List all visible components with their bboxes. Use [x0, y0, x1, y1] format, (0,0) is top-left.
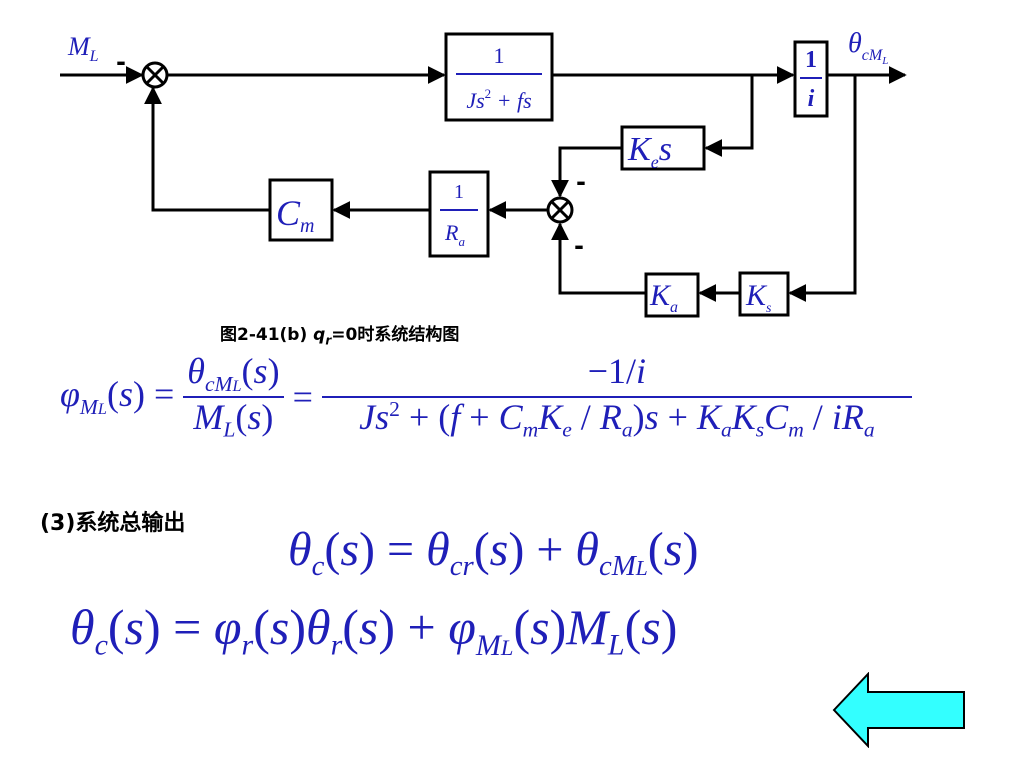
input-label: ML	[67, 32, 99, 65]
caption-subscript: r	[325, 333, 332, 348]
section-label: (3)系统总输出	[40, 511, 186, 536]
block-diagram: ML θcML 1 Js2 + fs 1 i Kes 1 Ra Cm Ka Ks…	[60, 28, 907, 318]
plant-block	[444, 32, 554, 122]
plant-numerator: 1	[494, 43, 505, 68]
caption-rest: =0时系统结构图	[331, 325, 460, 345]
summing-junction-2	[546, 196, 574, 224]
caption-figure-no: 图2-41(b)	[220, 325, 308, 345]
caption-symbol: q	[313, 325, 326, 345]
output-sum-equation: θc(s) = θcr(s) + θcML(s)	[288, 523, 699, 583]
ka-block	[644, 272, 700, 318]
output-label: θcML	[848, 28, 888, 67]
output-full-equation: θc(s) = φr(s)θr(s) + φML(s)ML(s)	[70, 599, 678, 662]
ks-block	[738, 271, 790, 317]
minus-sign-input: -	[116, 48, 126, 76]
figure-caption: 图2-41(b) qr=0时系统结构图	[220, 320, 459, 347]
left-arrow-icon[interactable]	[832, 672, 968, 748]
ke-block	[620, 125, 706, 171]
gear-denominator: i	[808, 86, 815, 112]
ke-branch-line	[704, 75, 754, 157]
cm-feedback-line	[144, 86, 270, 212]
ka-to-sum2-line	[551, 222, 646, 295]
minus-sign-ka: -	[574, 232, 584, 260]
gear-numerator: 1	[805, 47, 817, 73]
ra-numerator: 1	[454, 181, 464, 203]
summing-junction-1	[141, 61, 169, 89]
transfer-function-equation: φML(s) = θcML(s) ML(s) = −1/i Js2 + (f +…	[60, 351, 912, 443]
minus-sign-ke: -	[576, 168, 586, 196]
plant-denominator: Js2 + fs	[466, 86, 531, 113]
ra-block	[428, 170, 490, 258]
ke-to-sum2-line	[551, 146, 622, 198]
ks-feedback-line	[788, 75, 857, 302]
ke-label: Kes	[627, 131, 672, 172]
